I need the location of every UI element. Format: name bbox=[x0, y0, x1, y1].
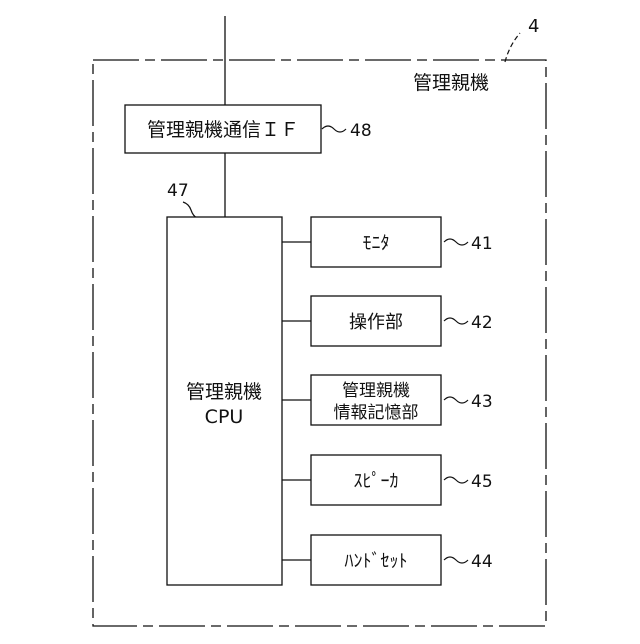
module-handset: ﾊﾝﾄﾞｾｯﾄ 44 bbox=[282, 535, 493, 585]
module-ref-leader bbox=[444, 477, 468, 483]
module-ref-leader bbox=[444, 557, 468, 563]
device-ref-leader bbox=[505, 33, 520, 62]
module-ref-number: 44 bbox=[471, 552, 493, 572]
module-label: ﾊﾝﾄﾞｾｯﾄ bbox=[345, 551, 408, 572]
cpu-label-line1: 管理親機 bbox=[186, 381, 262, 403]
module-label: 操作部 bbox=[349, 312, 403, 333]
module-label: ｽﾋﾟｰｶ bbox=[354, 471, 399, 492]
device-ref-number: 4 bbox=[528, 16, 539, 37]
module-storage: 管理親機 情報記憶部 43 bbox=[282, 375, 493, 425]
module-label-line2: 情報記憶部 bbox=[334, 403, 419, 423]
module-ref-number: 45 bbox=[471, 472, 493, 492]
module-ref-leader bbox=[444, 397, 468, 403]
module-monitor: ﾓﾆﾀ 41 bbox=[282, 217, 493, 267]
module-label: ﾓﾆﾀ bbox=[363, 233, 390, 254]
cpu-label-line2: CPU bbox=[205, 406, 244, 428]
module-ref-number: 43 bbox=[471, 392, 493, 412]
cpu-ref-leader bbox=[183, 202, 197, 218]
module-operation: 操作部 42 bbox=[282, 296, 493, 346]
module-ref-leader bbox=[444, 318, 468, 324]
device-label: 管理親機 bbox=[413, 72, 489, 94]
cpu-ref-number: 47 bbox=[167, 181, 189, 201]
module-ref-number: 42 bbox=[471, 313, 493, 333]
module-speaker: ｽﾋﾟｰｶ 45 bbox=[282, 455, 493, 505]
comm-if-label: 管理親機通信ＩＦ bbox=[147, 119, 299, 141]
module-label-line1: 管理親機 bbox=[342, 381, 410, 401]
comm-if-ref-number: 48 bbox=[350, 121, 372, 141]
comm-if-ref-leader bbox=[322, 126, 346, 132]
module-ref-number: 41 bbox=[471, 234, 493, 254]
module-ref-leader bbox=[444, 239, 468, 245]
